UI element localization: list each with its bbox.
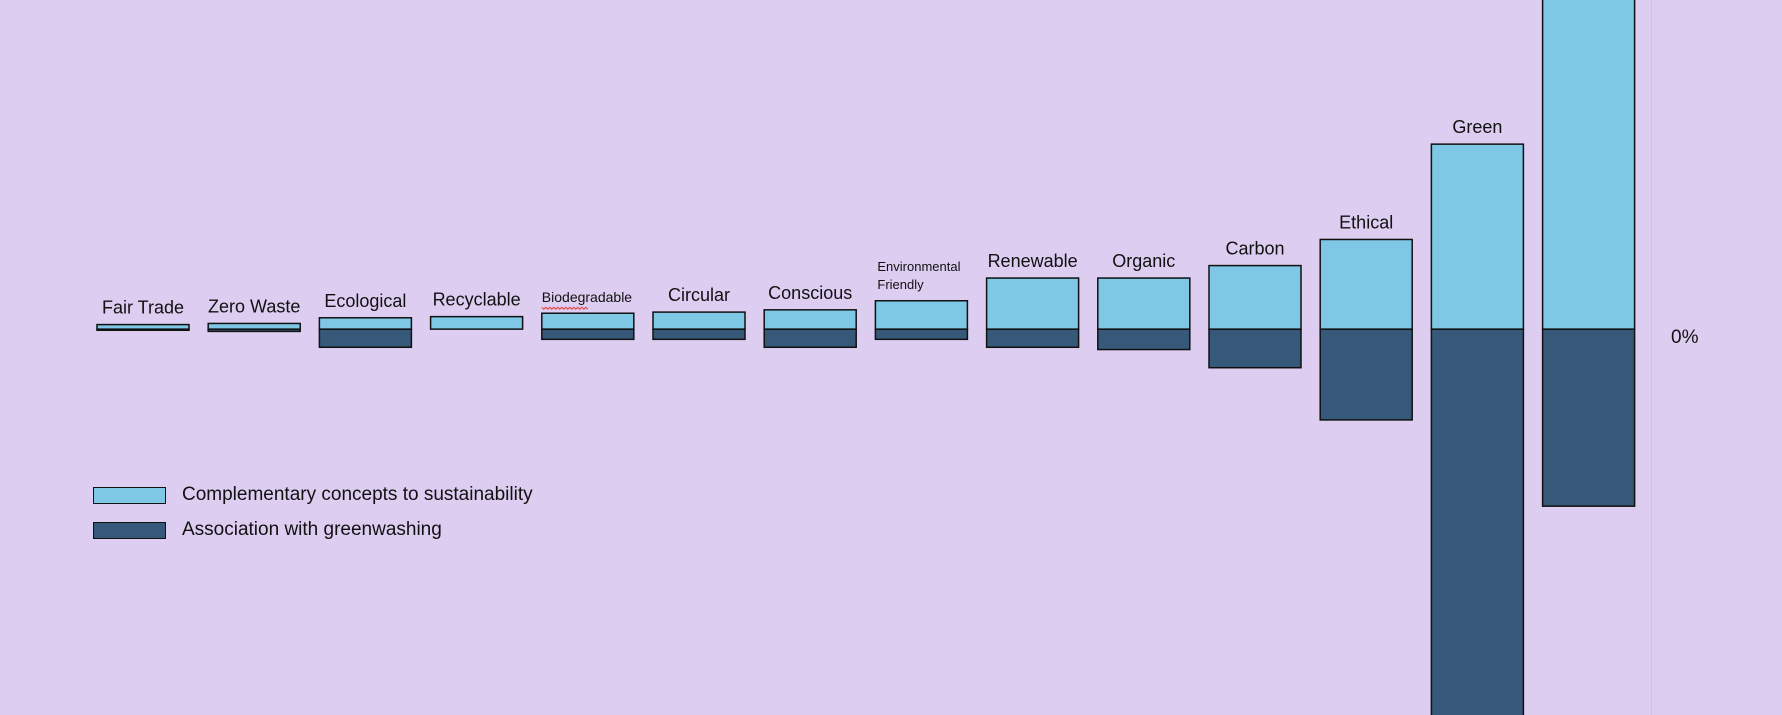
category-label: Ethical: [1339, 212, 1393, 232]
bar-complementary: [1430, 143, 1525, 330]
bar-greenwashing: [874, 328, 969, 341]
bar-greenwashing: [985, 328, 1080, 349]
bar-complementary: [874, 300, 969, 330]
spellcheck-underline: [541, 306, 589, 310]
legend-label-greenwashing: Association with greenwashing: [182, 519, 442, 540]
category-label: Zero Waste: [208, 296, 300, 316]
category-label: Friendly: [877, 277, 924, 292]
category-label: Circular: [668, 285, 730, 305]
bar-complementary: [1541, 0, 1636, 330]
category-label: Green: [1452, 117, 1502, 137]
bar-complementary: [429, 315, 524, 330]
y-tick-zero: 0%: [1671, 327, 1699, 348]
bar-complementary: [1097, 277, 1191, 330]
bar-complementary: [96, 323, 190, 330]
bar-complementary: [318, 317, 413, 330]
bar-greenwashing: [1430, 328, 1525, 715]
legend-swatch-complementary: [93, 486, 166, 504]
legend-item-complementary: Complementary concepts to sustainability: [93, 484, 533, 506]
bar-complementary: [207, 322, 301, 330]
bar-greenwashing: [541, 328, 635, 341]
category-label: Biodegradable: [542, 289, 633, 305]
legend-swatch-greenwashing: [93, 521, 166, 539]
category-label: Recyclable: [433, 290, 521, 310]
bar-complementary: [541, 312, 635, 330]
legend-item-greenwashing: Association with greenwashing: [93, 519, 442, 541]
category-label: Fair Trade: [102, 298, 184, 318]
bar-greenwashing: [652, 328, 746, 341]
category-label: Conscious: [768, 283, 852, 303]
bar-complementary: [1208, 264, 1302, 330]
category-label: Carbon: [1225, 239, 1284, 259]
bar-greenwashing: [1541, 328, 1636, 507]
category-label: Ecological: [324, 291, 406, 311]
category-label: Environmental: [877, 259, 960, 274]
bar-greenwashing: [763, 328, 857, 349]
category-label: Organic: [1112, 251, 1175, 271]
bar-complementary: [652, 311, 746, 330]
bar-complementary: [763, 309, 857, 330]
bar-greenwashing: [1319, 328, 1413, 421]
bar-greenwashing: [318, 328, 413, 349]
category-label: Renewable: [988, 251, 1078, 271]
bar-greenwashing: [1097, 328, 1191, 351]
bar-complementary: [985, 277, 1080, 330]
bar-complementary: [1319, 238, 1413, 330]
bar-greenwashing: [1208, 328, 1302, 369]
axis-line: [1651, 0, 1652, 715]
legend-label-complementary: Complementary concepts to sustainability: [182, 484, 533, 505]
